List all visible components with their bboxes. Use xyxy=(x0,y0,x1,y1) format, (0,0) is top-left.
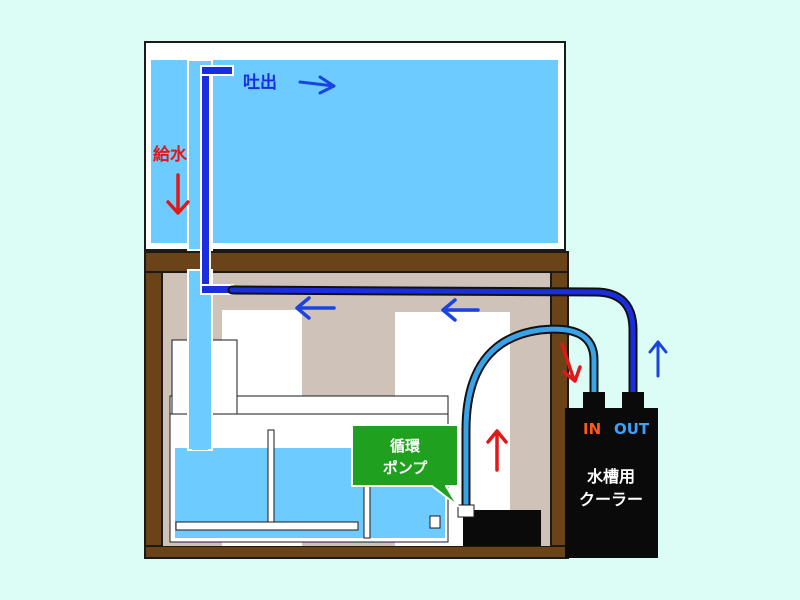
pump-callout-box xyxy=(351,424,459,507)
stand-left-wall xyxy=(144,271,163,549)
cooler-out-label: OUT xyxy=(614,420,650,438)
cooler-out-arrow xyxy=(648,340,668,378)
sump-lid xyxy=(169,395,449,415)
pump-nozzle xyxy=(457,504,475,518)
aquarium-cooler: IN OUT 水槽用 クーラー xyxy=(565,392,658,558)
main-tank xyxy=(144,41,566,251)
cooler-in-label: IN xyxy=(583,420,601,438)
pump-label-line-2: ポンプ xyxy=(383,459,429,477)
pump-label-line-1: 循環 xyxy=(390,437,421,455)
cooler-in-arrow xyxy=(560,342,582,383)
return-pipe-outlet xyxy=(200,65,234,76)
return-arrow-left-2 xyxy=(441,298,480,322)
cooler-title-line-1: 水槽用 xyxy=(587,467,635,486)
sump xyxy=(169,339,449,543)
stand-top-board xyxy=(144,251,569,273)
pump-callout: 循環 ポンプ xyxy=(351,424,459,507)
cooler-port-in xyxy=(583,392,605,410)
cooler-body xyxy=(565,408,658,558)
sump-filter-mat xyxy=(175,521,359,531)
return-pipe-vertical xyxy=(200,67,211,295)
main-tank-water xyxy=(151,60,558,243)
pump-up-arrow xyxy=(486,429,508,472)
sump-divider-1 xyxy=(267,429,275,531)
cooler-title-line-2: クーラー xyxy=(579,490,643,509)
discharge-label: 吐出 xyxy=(243,72,277,93)
pump-body xyxy=(463,510,541,546)
supply-arrow xyxy=(166,173,190,215)
return-arrow-left-1 xyxy=(295,296,336,320)
return-pipe xyxy=(200,65,638,399)
discharge-arrow xyxy=(298,75,336,95)
sump-corner-block xyxy=(429,515,441,529)
supply-label: 給水 xyxy=(153,144,188,165)
stand-bottom-board xyxy=(144,545,569,559)
circulation-pump xyxy=(457,504,541,546)
drain-stream xyxy=(192,380,208,450)
cooler-port-out xyxy=(622,392,644,410)
